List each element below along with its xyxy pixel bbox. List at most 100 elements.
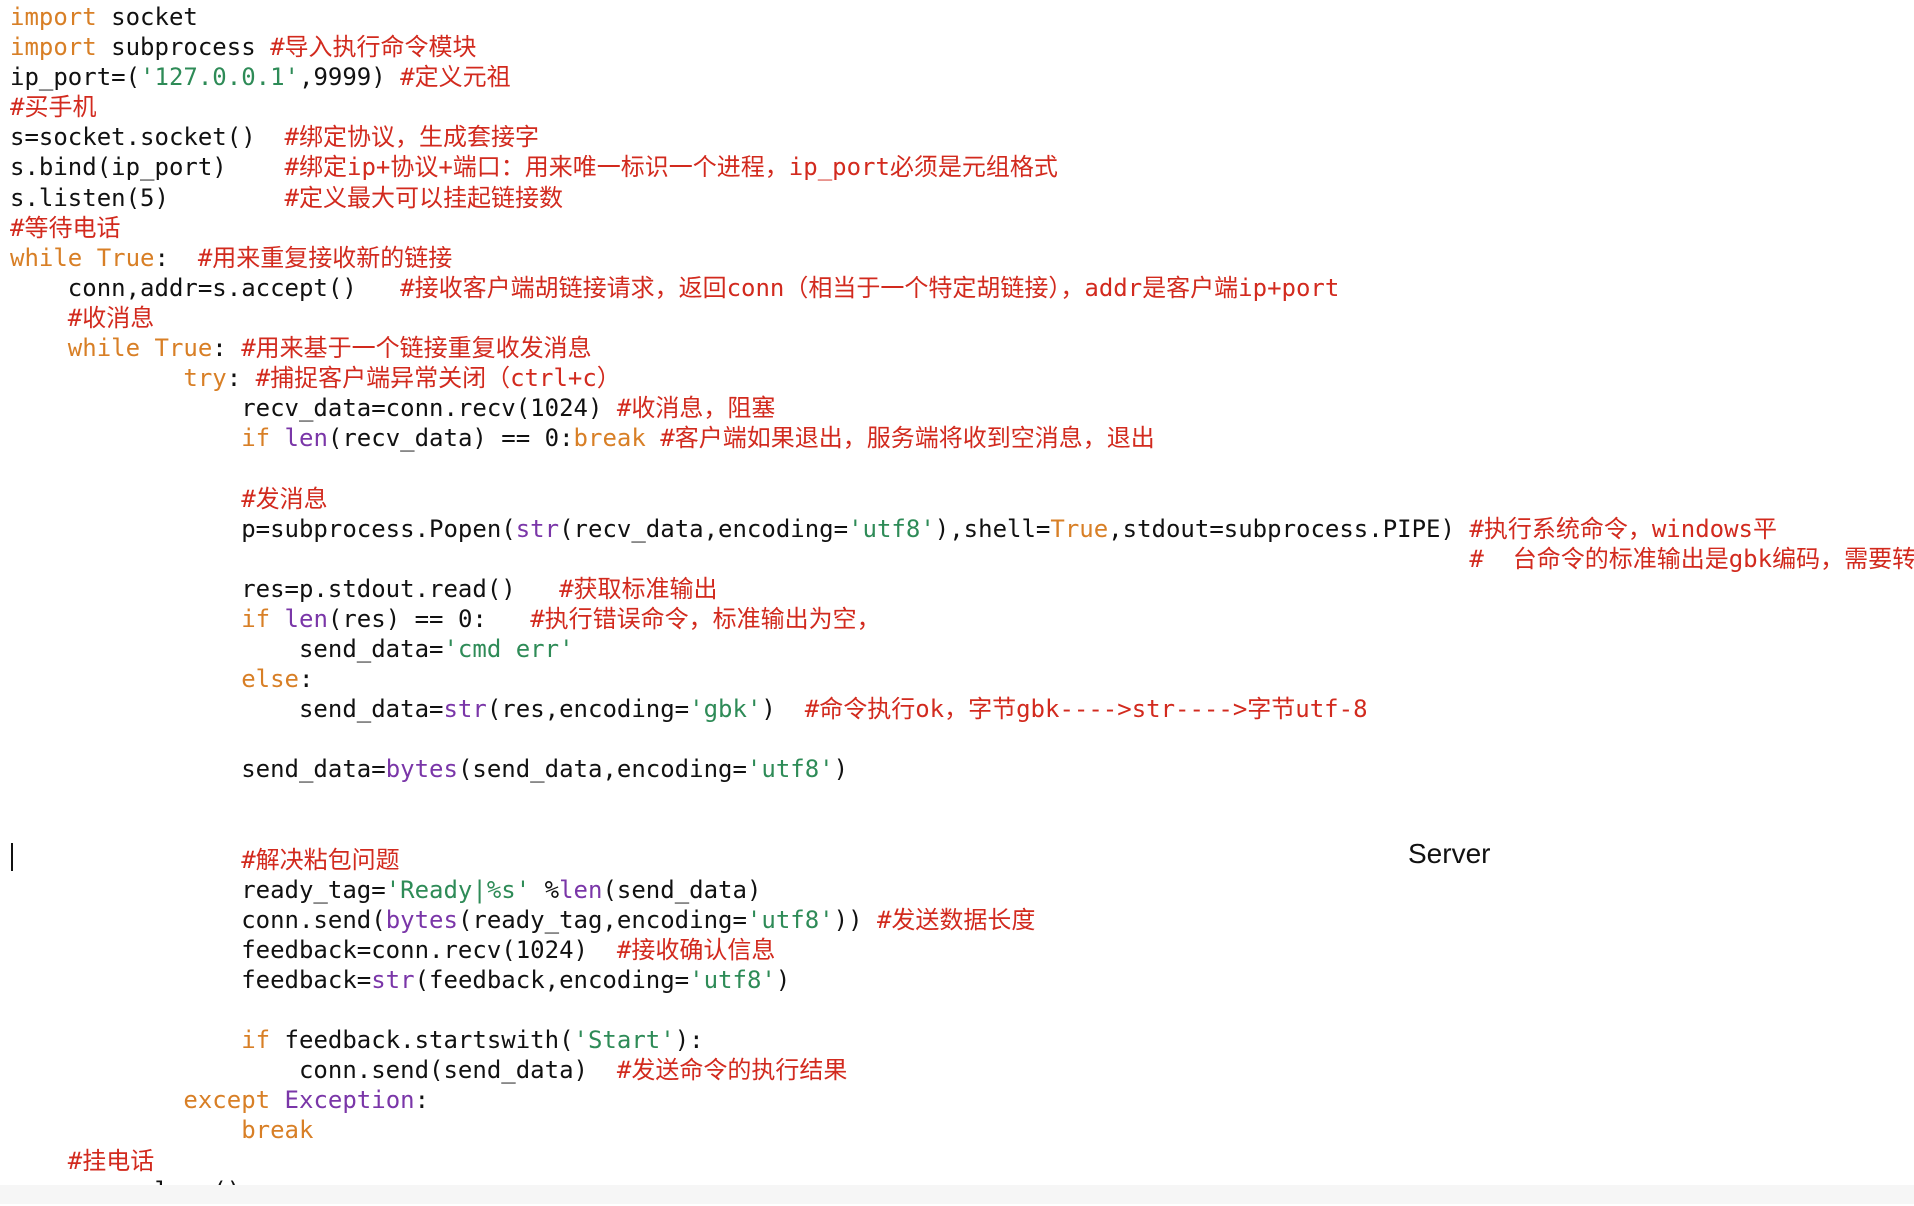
comment: #定义元祖 [400,63,511,92]
code-text: subprocess [96,33,271,62]
builtin: Exception [284,1086,415,1115]
code-line: import subprocess #导入执行命令模块 [10,32,1914,62]
code-line: #挂电话 [10,1146,1914,1176]
comment: #绑定ip+协议+端口：用来唯一标识一个进程，ip_port必须是元组格式 [284,153,1058,182]
code-text: s=socket.socket() [10,123,285,152]
keyword: break [241,1116,314,1145]
code-line: send_data=bytes(send_data,encoding='utf8… [10,754,1914,784]
code-text: conn,addr=s.accept() [67,273,401,302]
builtin: bytes [385,905,458,934]
builtin: bytes [385,755,458,784]
code-line: #等待电话 [10,213,1914,243]
code-text: : [226,364,256,393]
code-line: while True: #用来重复接收新的链接 [10,243,1914,273]
indent [10,364,183,392]
comment: #用来基于一个链接重复收发消息 [241,334,592,363]
code-text: (ready_tag,encoding= [457,905,747,934]
code-text: % [530,875,560,904]
indent [10,906,241,934]
indent [10,1086,183,1114]
code-line-blank [10,724,1914,754]
code-text: ): [674,1026,704,1055]
code-line: recv_data=conn.recv(1024) #收消息，阻塞 [10,393,1914,423]
space [270,1086,284,1114]
keyword: import [10,33,97,62]
code-text: res=p.stdout.read() [241,574,560,603]
code-line: #买手机 [10,92,1914,122]
indent [10,394,241,422]
code-line: if len(res) == 0: #执行错误命令，标准输出为空， [10,604,1914,634]
code-line: else: [10,664,1914,694]
comment: #执行错误命令，标准输出为空， [530,604,881,633]
code-text: ) [761,695,805,724]
string-literal: 'Start' [573,1026,675,1055]
code-text: socket [96,3,198,31]
code-line: conn,addr=s.accept() #接收客户端胡链接请求，返回conn（… [10,273,1914,303]
code-line: send_data='cmd err' [10,634,1914,664]
code-text: (recv_data,encoding= [559,514,849,543]
indent [10,755,241,783]
keyword: True [154,334,213,363]
code-text: conn.send(send_data) [298,1056,617,1085]
code-line: ip_port=('127.0.0.1',9999) #定义元祖 [10,62,1914,92]
space [270,605,284,633]
string-literal: 'utf8' [746,755,834,784]
keyword: if [241,604,271,633]
code-text: : [414,1086,430,1115]
comment: #绑定协议，生成套接字 [284,123,539,152]
keyword: break [573,424,646,453]
code-text: ip_port=( [10,63,141,92]
indent [10,635,299,663]
keyword: else [241,665,299,694]
code-line: # 台命令的标准输出是gbk编码，需要转换 [10,544,1914,574]
builtin: str [515,514,560,543]
comment: #等待电话 [10,213,121,242]
code-text: (send_data,encoding= [457,755,747,784]
document-label: Server [1408,838,1491,869]
code-line: #解决粘包问题 [10,845,1914,875]
code-line: conn.send(send_data) #发送命令的执行结果 [10,1055,1914,1085]
space [270,424,284,452]
comment: #发送数据长度 [876,905,1036,934]
code-line-blank [10,995,1914,1025]
code-text: : [298,665,314,694]
comment: #执行系统命令，windows平 [1469,514,1777,543]
code-text: (feedback,encoding= [414,966,690,994]
code-text: recv_data=conn.recv(1024) [241,394,617,423]
keyword: True [1050,514,1109,543]
code-text: ),shell= [934,514,1051,543]
code-text: conn.send( [241,905,386,934]
code-line: s=socket.socket() #绑定协议，生成套接字 [10,122,1914,152]
indent [10,575,241,603]
code-text: : [154,243,198,272]
comment: #发送命令的执行结果 [616,1056,848,1085]
code-text: ) [775,966,791,994]
keyword: try [183,364,227,393]
code-line: send_data=str(res,encoding='gbk') #命令执行o… [10,694,1914,724]
string-literal: '127.0.0.1' [140,63,299,92]
indent [10,1147,68,1175]
indent [10,485,241,513]
indent [10,1116,241,1144]
code-line: p=subprocess.Popen(str(recv_data,encodin… [10,514,1914,544]
string-literal: 'utf8' [848,514,935,543]
code-line: break [10,1115,1914,1145]
code-text: ) [833,755,849,784]
keyword: while [67,334,141,363]
builtin: str [371,966,415,994]
code-line: if len(recv_data) == 0:break #客户端如果退出，服务… [10,423,1914,453]
indent [10,695,299,723]
code-line: feedback=conn.recv(1024) #接收确认信息 [10,935,1914,965]
comment: #接收客户端胡链接请求，返回conn（相当于一个特定胡链接），addr是客户端i… [400,273,1340,302]
comment: #用来重复接收新的链接 [197,243,453,272]
builtin: str [443,695,487,724]
comment: #发消息 [241,484,328,513]
comment: #买手机 [10,93,97,122]
indent [10,515,241,543]
builtin: len [284,424,328,453]
string-literal: 'Ready|%s' [385,875,531,904]
code-text: )) [833,905,877,934]
code-line: s.bind(ip_port) #绑定ip+协议+端口：用来唯一标识一个进程，i… [10,152,1914,182]
code-text: ready_tag= [241,875,386,904]
